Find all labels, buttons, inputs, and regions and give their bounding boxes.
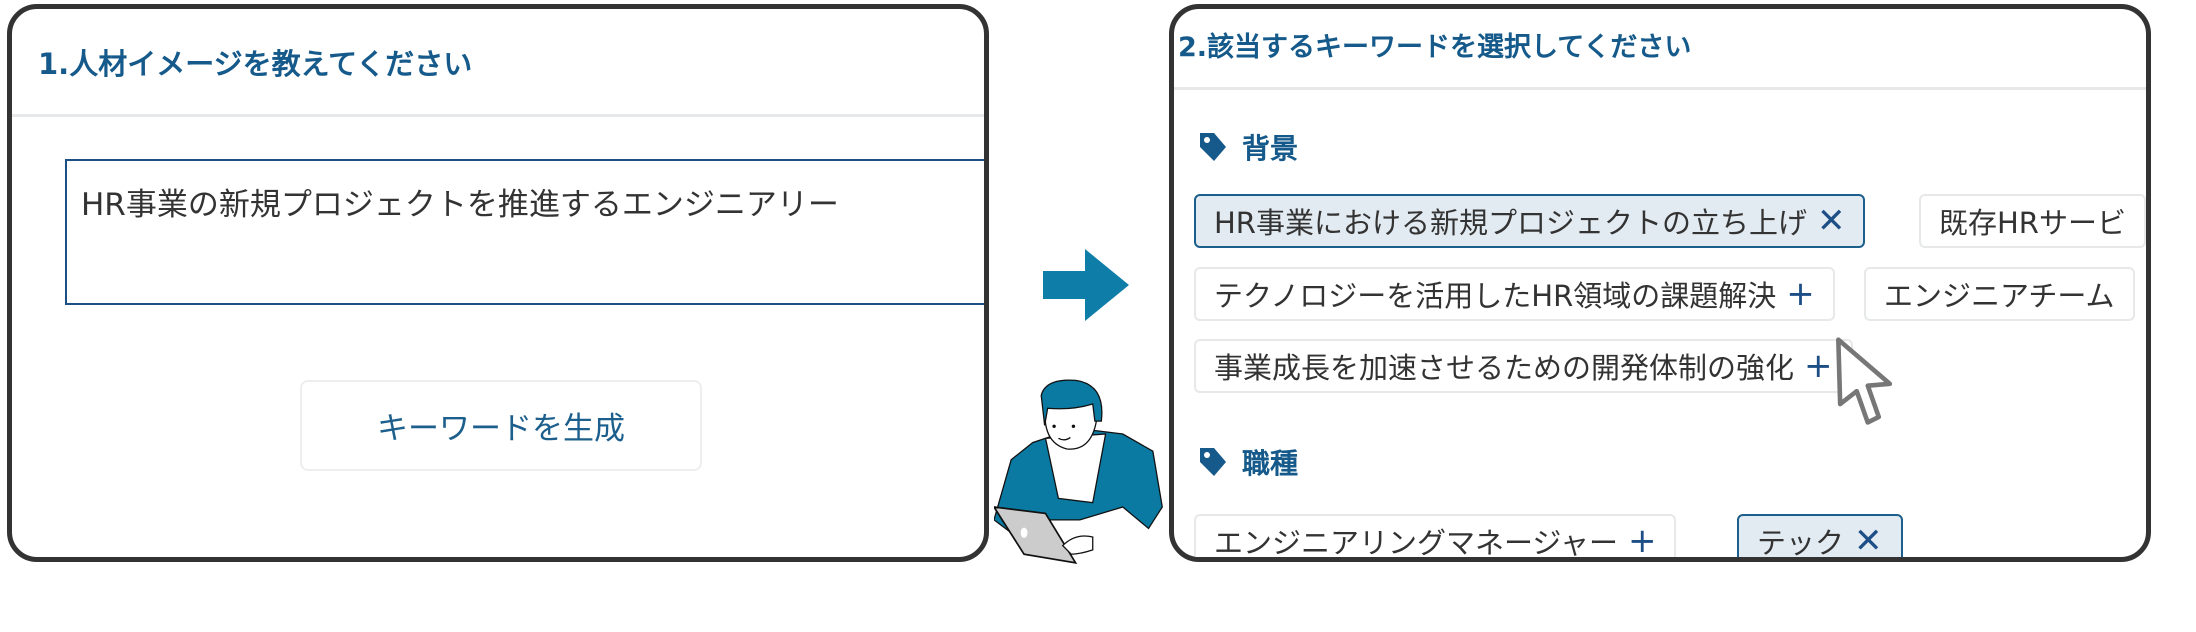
keyword-chip[interactable]: 事業成長を加速させるための開発体制の強化 + [1194,339,1853,393]
section-label: 職種 [1242,447,1299,480]
section-background: 背景 [1198,127,1298,167]
tag-icon [1200,448,1226,476]
chip-label: 既存HRサービ [1939,206,2126,240]
section-job-type: 職種 [1198,442,1298,482]
keyword-chip[interactable]: テクノロジーを活用したHR領域の課題解決 + [1194,267,1835,321]
remove-icon[interactable]: ✕ [1816,201,1846,241]
keyword-chip[interactable]: 既存HRサービ [1919,194,2146,248]
remove-icon[interactable]: ✕ [1854,521,1883,561]
step2-panel: 2.該当するキーワードを選択してください 背景 HR事業における新規プロジェクト… [1169,4,2151,562]
step2-title: 2.該当するキーワードを選択してください [1178,32,1692,63]
add-icon[interactable]: + [1804,346,1833,386]
step1-panel: 1.人材イメージを教えてください HR事業の新規プロジェクトを推進するエンジニア… [7,4,989,562]
keyword-chip[interactable]: エンジニアチーム [1864,267,2135,321]
mouse-cursor-icon [1836,337,1893,425]
chip-label: テクノロジーを活用したHR領域の課題解決 [1214,279,1777,313]
chip-label: 事業成長を加速させるための開発体制の強化 [1214,351,1795,385]
tag-icon [1200,133,1226,161]
step1-title: 1.人材イメージを教えてください [38,47,473,81]
divider [12,114,984,117]
arrow-right-icon [1043,249,1129,321]
generate-keywords-button[interactable]: キーワードを生成 [300,380,702,471]
keyword-chip[interactable]: エンジニアリングマネージャー + [1194,514,1677,561]
chip-label: テック [1757,526,1845,560]
section-label: 背景 [1242,132,1299,165]
person-with-laptop-illustration [994,379,1163,564]
add-icon[interactable]: + [1627,521,1657,561]
add-icon[interactable]: + [1786,274,1815,314]
divider [1174,87,2146,90]
keyword-chip[interactable]: テック ✕ [1737,514,1903,561]
talent-image-input[interactable]: HR事業の新規プロジェクトを推進するエンジニアリー [65,159,984,305]
keyword-chip[interactable]: HR事業における新規プロジェクトの立ち上げ ✕ [1194,194,1866,248]
chip-label: エンジニアリングマネージャー [1214,526,1618,560]
chip-label: HR事業における新規プロジェクトの立ち上げ [1214,206,1807,240]
chip-label: エンジニアチーム [1884,279,2115,313]
